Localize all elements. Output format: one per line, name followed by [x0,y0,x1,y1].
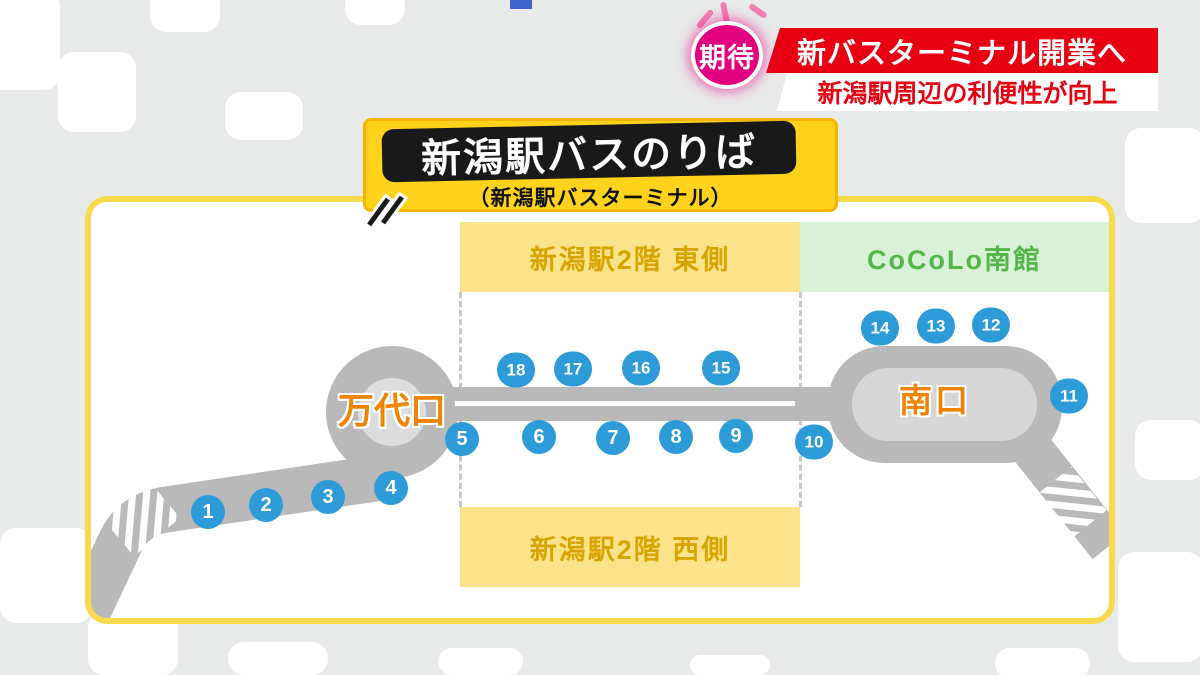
subheadline-text: 新潟駅周辺の利便性が向上 [817,80,1118,108]
zone-cocolo-text: CoCoLo南館 [867,244,1042,275]
sparkle-decoration [748,2,768,20]
zone-east-label: 新潟駅2階 東側 [460,222,800,292]
bus-stop-10: 10 [795,424,833,460]
terminal-map: 新潟駅2階 東側 CoCoLo南館 新潟駅2階 西側 [85,196,1115,624]
headline-bar: 新バスターミナル開業へ [766,28,1158,73]
zone-east-text: 新潟駅2階 東側 [529,244,731,275]
bubble-decoration [995,648,1090,675]
subheadline-bar: 新潟駅周辺の利便性が向上 [777,73,1158,111]
bubble-decoration [0,528,92,623]
bus-stop-17: 17 [554,351,592,387]
zone-cocolo-label: CoCoLo南館 [800,222,1109,292]
blue-chip-decoration [510,0,532,9]
title-banner: 新潟駅バスのりば [381,120,797,183]
bubble-decoration [438,648,523,675]
bus-stop-11: 11 [1050,378,1088,414]
title-card: 新潟駅バスのりば （新潟駅バスターミナル） [363,118,838,212]
bus-stop-13: 13 [917,308,955,344]
bubble-decoration [1118,552,1200,662]
bus-stop-3: 3 [311,480,345,514]
bus-stop-14: 14 [861,310,899,346]
bubble-decoration [225,92,303,140]
bandai-exit-label: 万代口 [337,390,447,431]
kitai-badge-text: 期待 [699,42,755,73]
title-subtitle: （新潟駅バスターミナル） [468,187,733,210]
kitai-badge: 期待 [691,21,763,89]
south-exit-label: 南口 [899,382,971,419]
bubble-decoration [150,0,220,32]
bus-stop-12: 12 [972,307,1010,343]
bus-stop-1: 1 [191,495,225,529]
roads-graphic [85,346,1115,621]
bus-stop-18: 18 [497,352,535,388]
bubble-decoration [228,642,328,675]
zone-west-label: 新潟駅2階 西側 [460,507,800,587]
zone-west-text: 新潟駅2階 西側 [529,534,731,565]
bus-stop-8: 8 [659,420,693,454]
bus-stop-16: 16 [622,350,660,386]
title-main-text: 新潟駅バスのりば [420,129,758,182]
bus-stop-6: 6 [522,420,556,454]
bubble-decoration [1135,420,1200,480]
bus-stop-2: 2 [249,488,283,522]
bubble-decoration [690,655,770,675]
bubble-decoration [345,0,405,25]
bus-stop-5: 5 [445,422,479,456]
headline-text: 新バスターミナル開業へ [796,37,1127,70]
break-mark [367,194,412,232]
bubble-decoration [1125,128,1200,223]
bubble-decoration [58,52,136,132]
bus-stop-7: 7 [596,421,630,455]
bubble-decoration [0,0,60,90]
bus-stop-4: 4 [374,471,408,505]
bus-stop-15: 15 [702,350,740,386]
bus-stop-9: 9 [719,419,753,453]
